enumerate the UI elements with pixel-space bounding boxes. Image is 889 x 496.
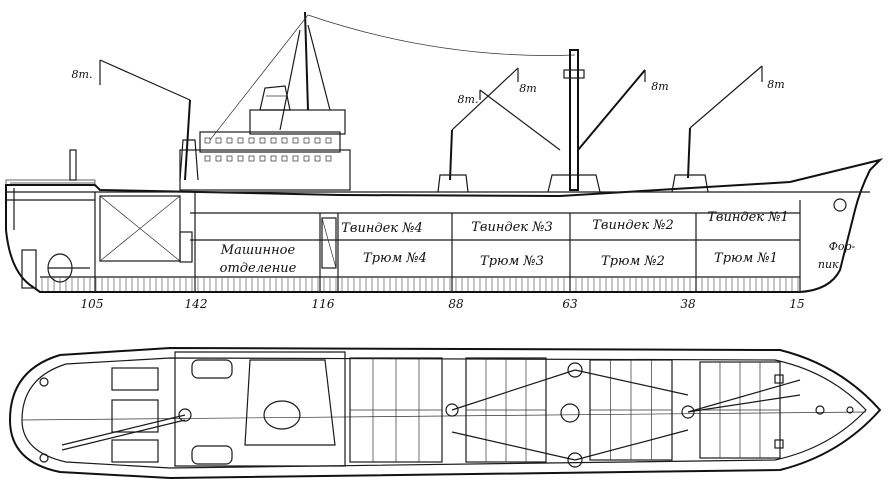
porthole xyxy=(215,155,222,162)
crane-base-icon xyxy=(681,405,695,419)
tweendeck-2-label: Твиндек №2 xyxy=(592,218,674,233)
porthole xyxy=(237,137,244,144)
tweendeck-1-label: Твиндек №1 xyxy=(707,210,789,225)
funnel xyxy=(259,85,291,111)
windlass-icon xyxy=(815,405,825,415)
stay-wire xyxy=(307,14,576,56)
hold-2-label: Трюм №2 xyxy=(601,254,665,269)
crane-load-label: 8т xyxy=(651,80,668,93)
engine-room-label-2: отделение xyxy=(220,261,297,276)
portholes xyxy=(204,137,332,162)
forepeak-label-1: Фор- xyxy=(829,240,856,253)
porthole xyxy=(215,137,222,144)
main-mast xyxy=(304,11,309,111)
porthole xyxy=(204,137,211,144)
double-bottom-hatching xyxy=(41,278,799,291)
forepeak-label-2: пик. xyxy=(818,258,842,271)
plan-hull-outline xyxy=(8,346,882,480)
frame-label: 63 xyxy=(562,297,578,311)
crane-load-label: 8т xyxy=(767,78,784,91)
rudder-icon xyxy=(21,249,37,289)
porthole xyxy=(204,155,211,162)
frame-label: 88 xyxy=(448,297,464,311)
porthole xyxy=(292,155,299,162)
porthole xyxy=(314,155,321,162)
small-tank xyxy=(179,231,193,263)
crane-base-icon xyxy=(567,362,583,378)
porthole xyxy=(281,137,288,144)
porthole xyxy=(259,137,266,144)
porthole xyxy=(303,137,310,144)
plan-deck-edge xyxy=(21,357,867,469)
plan-view xyxy=(8,346,882,480)
porthole xyxy=(314,137,321,144)
porthole xyxy=(303,155,310,162)
crane-hold2 xyxy=(577,69,646,151)
centerline xyxy=(21,411,867,421)
plan-funnel xyxy=(263,400,301,430)
porthole xyxy=(237,155,244,162)
plan-bridge xyxy=(244,359,336,446)
porthole xyxy=(325,137,332,144)
anchor-icon xyxy=(833,198,847,212)
hull-outline xyxy=(5,158,884,293)
hold-1-label: Трюм №1 xyxy=(714,251,778,266)
porthole xyxy=(281,155,288,162)
cargo-hatches xyxy=(349,357,781,463)
crane-base-icon xyxy=(445,403,459,417)
crane-base-icon xyxy=(178,408,192,422)
porthole xyxy=(248,155,255,162)
porthole xyxy=(270,137,277,144)
cofferdam xyxy=(321,217,337,269)
frame-label: 15 xyxy=(789,297,804,311)
aft-hatch xyxy=(111,439,159,463)
side-profile: Машинное отделение Твиндек №4 Твиндек №3… xyxy=(5,11,884,311)
aft-mast xyxy=(69,149,77,181)
aft-hatch xyxy=(111,367,159,391)
crane-base-icon xyxy=(567,452,583,468)
crane-load-label: 8т xyxy=(519,82,536,95)
crane-aft xyxy=(99,59,199,181)
center-mast xyxy=(547,49,601,193)
engine-room-label-1: Машинное xyxy=(220,243,296,258)
poop-railing xyxy=(5,179,96,185)
plan-superstructure xyxy=(174,351,346,467)
crane-load-label: 8т. xyxy=(72,68,93,81)
hold-3-label: Трюм №3 xyxy=(480,254,544,269)
porthole xyxy=(270,155,277,162)
anchor-chain-icon xyxy=(846,406,854,414)
tweendeck-4-label: Твиндек №4 xyxy=(341,221,423,236)
porthole xyxy=(226,137,233,144)
hold-4-label: Трюм №4 xyxy=(363,251,427,266)
porthole xyxy=(292,137,299,144)
mast-base-icon xyxy=(560,403,580,423)
frame-label: 116 xyxy=(312,297,335,311)
tweendeck-3-label: Твиндек №3 xyxy=(471,220,553,235)
frame-label: 105 xyxy=(81,297,104,311)
frame-label: 142 xyxy=(185,297,208,311)
porthole xyxy=(248,137,255,144)
crane-hold1 xyxy=(671,65,763,193)
frame-label: 38 xyxy=(680,297,696,311)
porthole xyxy=(259,155,266,162)
crane-hold3b xyxy=(479,89,561,151)
crane-load-label: 8т. xyxy=(458,93,479,106)
porthole xyxy=(226,155,233,162)
crane-hold3 xyxy=(437,67,519,193)
aft-tank xyxy=(99,195,181,262)
superstructure xyxy=(179,85,351,191)
porthole xyxy=(325,155,332,162)
